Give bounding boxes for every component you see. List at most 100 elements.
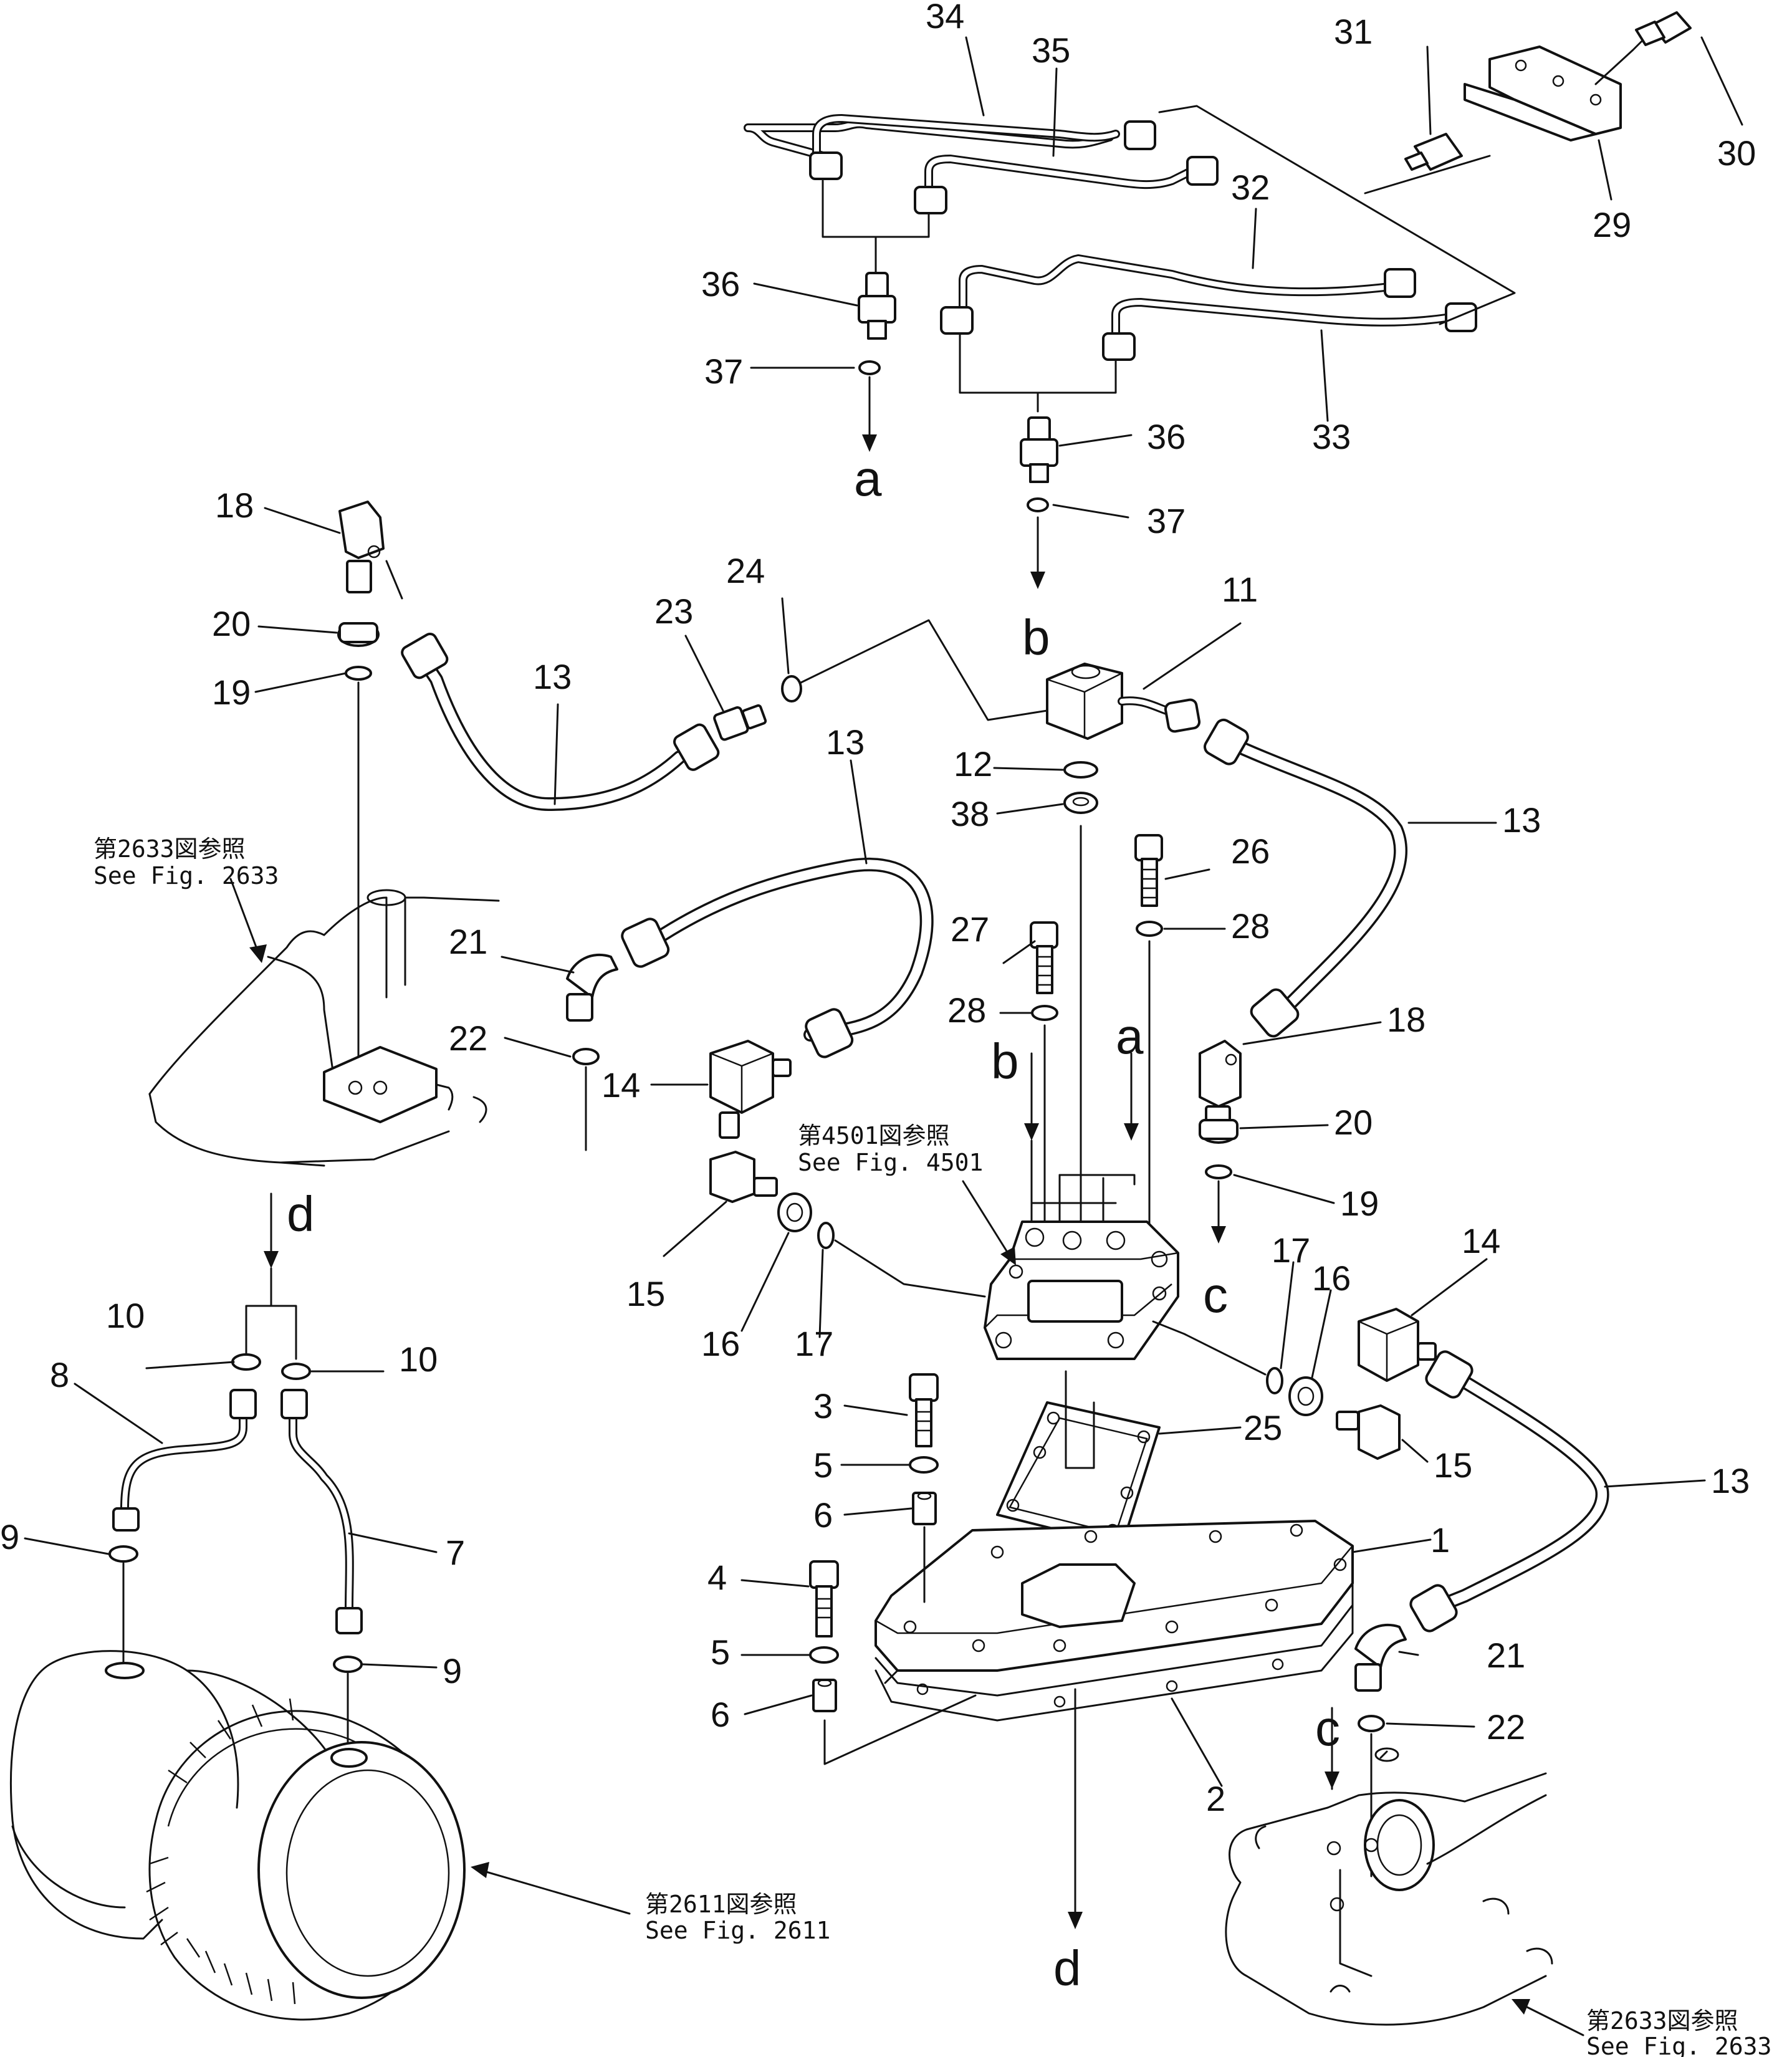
- bolt-27: [1030, 921, 1058, 994]
- o-ring-19-left: [345, 666, 372, 681]
- connector-c-bottom: c: [1315, 1700, 1340, 1756]
- washer-5-lower: [809, 1646, 839, 1664]
- label-22-b: 22: [1487, 1707, 1525, 1747]
- label-16-b: 16: [1312, 1259, 1351, 1298]
- o-ring-22-left: [572, 1048, 600, 1065]
- label-19-b: 19: [1340, 1184, 1379, 1223]
- left-mid-assembly: [566, 857, 986, 1298]
- label-24: 24: [726, 551, 765, 590]
- label-36-a: 36: [701, 264, 740, 304]
- label-1: 1: [1430, 1520, 1450, 1560]
- label-11: 11: [1222, 570, 1258, 609]
- label-9-b: 9: [443, 1651, 462, 1690]
- spacer-6-lower: [812, 1679, 837, 1712]
- label-10-a: 10: [106, 1296, 145, 1335]
- label-34: 34: [926, 0, 964, 36]
- label-18-a: 18: [215, 486, 254, 525]
- o-ring-12: [1063, 761, 1098, 779]
- fitting-36-a: [858, 272, 896, 340]
- nut-20-left: [337, 622, 380, 647]
- label-20-a: 20: [212, 604, 251, 643]
- gasket-2: [874, 1570, 1354, 1722]
- bolt-3: [909, 1373, 939, 1447]
- bolt-26: [1134, 834, 1163, 907]
- solenoid-14-left: [709, 1040, 792, 1139]
- label-25: 25: [1243, 1408, 1282, 1447]
- label-13-a: 13: [533, 657, 572, 696]
- valve-block-11: [1046, 663, 1201, 740]
- ref-4501-en: See Fig. 4501: [798, 1149, 983, 1176]
- left-upper-assembly: [337, 501, 1048, 1098]
- connector-d-left: d: [287, 1186, 315, 1242]
- solenoid-14-right: [1358, 1308, 1437, 1382]
- label-13-b: 13: [826, 722, 865, 762]
- fitting-30: [1635, 11, 1692, 46]
- label-15-b: 15: [1434, 1446, 1472, 1485]
- label-6-b: 6: [711, 1695, 730, 1734]
- washer-5-upper: [909, 1456, 939, 1474]
- o-ring-9-right: [333, 1656, 363, 1673]
- label-4: 4: [707, 1558, 727, 1597]
- label-31: 31: [1334, 12, 1373, 51]
- connector-a-top: a: [854, 451, 882, 506]
- figure-references: 第2633図参照 See Fig. 2633 第4501図参照 See Fig.…: [93, 835, 1771, 2057]
- junction-block-29: [1464, 30, 1653, 141]
- label-27: 27: [951, 909, 989, 949]
- label-30: 30: [1717, 133, 1756, 173]
- nut-20-right: [1199, 1119, 1239, 1144]
- lower-left-assembly: [10, 1353, 631, 2021]
- label-38: 38: [951, 794, 989, 833]
- pipe-assembly-top: [744, 11, 1692, 589]
- washer-28-left: [1031, 1005, 1058, 1021]
- label-14-a: 14: [601, 1065, 640, 1105]
- o-ring-24: [781, 675, 802, 702]
- label-14-b: 14: [1462, 1221, 1500, 1260]
- leader-lines: [24, 36, 1743, 1787]
- o-ring-9-left: [108, 1545, 138, 1563]
- label-29: 29: [1593, 205, 1631, 244]
- label-26: 26: [1231, 832, 1270, 871]
- connector-c-right: c: [1203, 1267, 1228, 1323]
- label-2: 2: [1206, 1779, 1225, 1818]
- label-19-a: 19: [212, 673, 251, 712]
- label-20-b: 20: [1334, 1103, 1373, 1142]
- label-32: 32: [1231, 168, 1270, 207]
- o-ring-22-right: [1358, 1715, 1385, 1732]
- label-22-a: 22: [449, 1019, 487, 1058]
- ref-2611-en: See Fig. 2611: [645, 1917, 830, 1944]
- torque-converter-2611: [10, 1650, 466, 2021]
- nut-16-left: [777, 1192, 812, 1232]
- connector-letters: a b b a c d c d: [287, 451, 1340, 1996]
- housing-2633-top: [148, 878, 587, 1369]
- connector-b-valve: b: [991, 1033, 1019, 1089]
- label-23: 23: [654, 592, 693, 631]
- spacer-6-upper: [912, 1492, 937, 1525]
- elbow-21-right: [1354, 1623, 1407, 1692]
- label-12: 12: [954, 744, 992, 784]
- o-ring-19-right: [1205, 1164, 1232, 1179]
- o-ring-10-right: [281, 1363, 311, 1380]
- label-17-a: 17: [795, 1324, 833, 1363]
- connector-b-top: b: [1022, 610, 1050, 665]
- fitting-15-right: [1336, 1404, 1401, 1460]
- label-9-a: 9: [0, 1517, 19, 1556]
- label-28-a: 28: [1231, 906, 1270, 946]
- fitting-23: [713, 704, 767, 741]
- label-28-b: 28: [947, 990, 986, 1030]
- ref-2633-bottom-en: See Fig. 2633: [1586, 2033, 1771, 2057]
- label-37-b: 37: [1147, 501, 1186, 540]
- o-ring-17-right: [1266, 1367, 1283, 1394]
- right-mid-assembly: [1152, 718, 1609, 1877]
- label-16-a: 16: [701, 1324, 740, 1363]
- label-17-b: 17: [1272, 1230, 1310, 1270]
- label-8: 8: [50, 1355, 69, 1394]
- part-number-labels: 34 35 31 30 29 32 33 36 37 36 37 11 18 2…: [0, 0, 1756, 1818]
- ref-2611-jp: 第2611図参照: [645, 1891, 797, 1918]
- elbow-18-left: [338, 501, 385, 593]
- o-ring-17-left: [817, 1222, 835, 1249]
- label-33: 33: [1312, 417, 1351, 456]
- ref-2633-top-jp: 第2633図参照: [93, 835, 246, 863]
- label-13-c: 13: [1502, 800, 1541, 840]
- connector-a-valve: a: [1116, 1009, 1144, 1064]
